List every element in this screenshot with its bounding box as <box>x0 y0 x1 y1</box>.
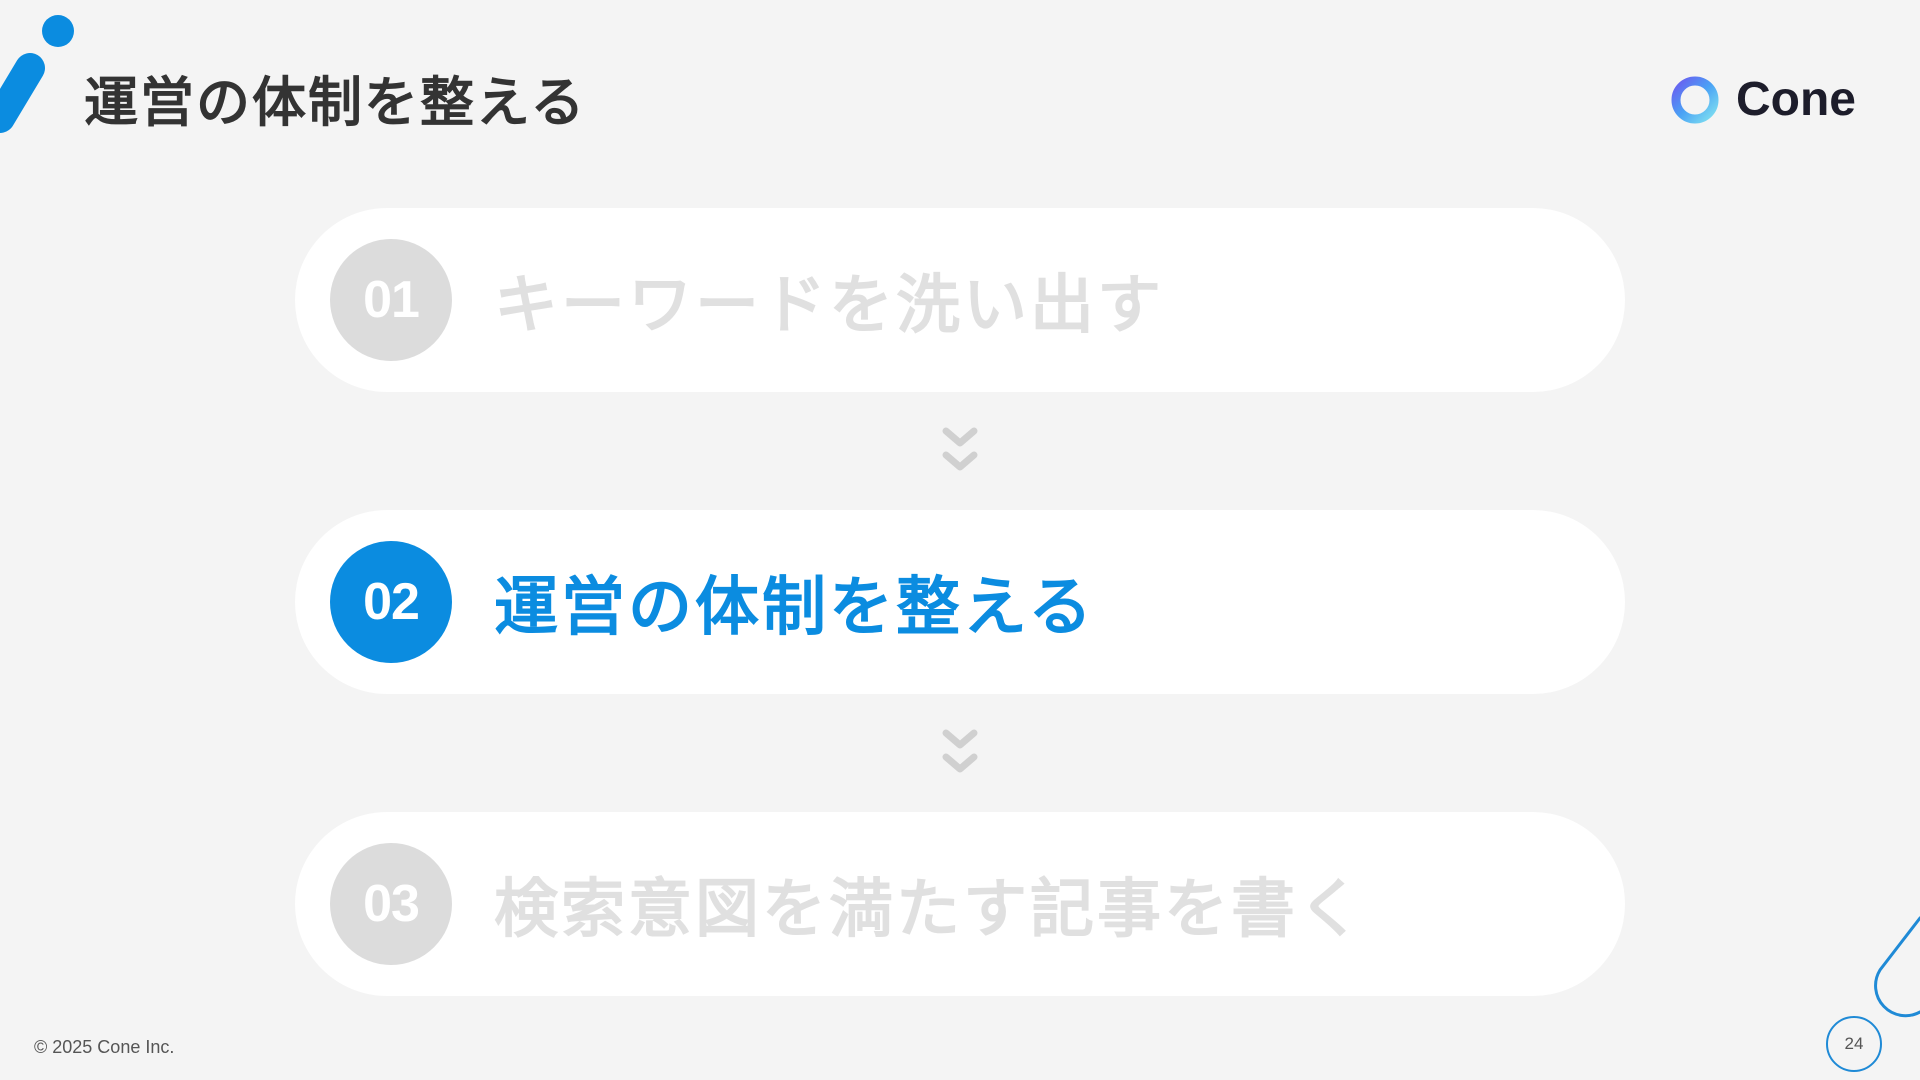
cone-logo-icon <box>1671 76 1719 123</box>
step-item-1: 01 キーワードを洗い出す <box>295 208 1625 392</box>
decorative-accent-shape <box>0 15 74 133</box>
step-number-badge: 01 <box>330 239 452 361</box>
brand-logo: Cone <box>1670 72 1856 127</box>
page-title: 運営の体制を整える <box>84 71 587 134</box>
decorative-corner-shape <box>1874 916 1920 1018</box>
step-list: 01 キーワードを洗い出す 02 運営の体制を整える 03 検索意図を満たす記事… <box>295 208 1625 996</box>
step-item-3: 03 検索意図を満たす記事を書く <box>295 812 1625 996</box>
copyright-text: © 2025 Cone Inc. <box>34 1037 175 1057</box>
step-label: 運営の体制を整える <box>494 571 1096 645</box>
brand-name: Cone <box>1736 73 1856 126</box>
step-label: 検索意図を満たす記事を書く <box>494 873 1365 947</box>
step-item-2: 02 運営の体制を整える <box>295 510 1625 694</box>
chevron-double-down-icon <box>942 427 978 471</box>
step-number-badge: 03 <box>330 843 452 965</box>
step-connector <box>295 392 1625 510</box>
page-number: 24 <box>1826 1016 1882 1072</box>
step-connector <box>295 694 1625 812</box>
step-label: キーワードを洗い出す <box>494 269 1164 343</box>
chevron-double-down-icon <box>942 729 978 773</box>
step-number-badge: 02 <box>330 541 452 663</box>
